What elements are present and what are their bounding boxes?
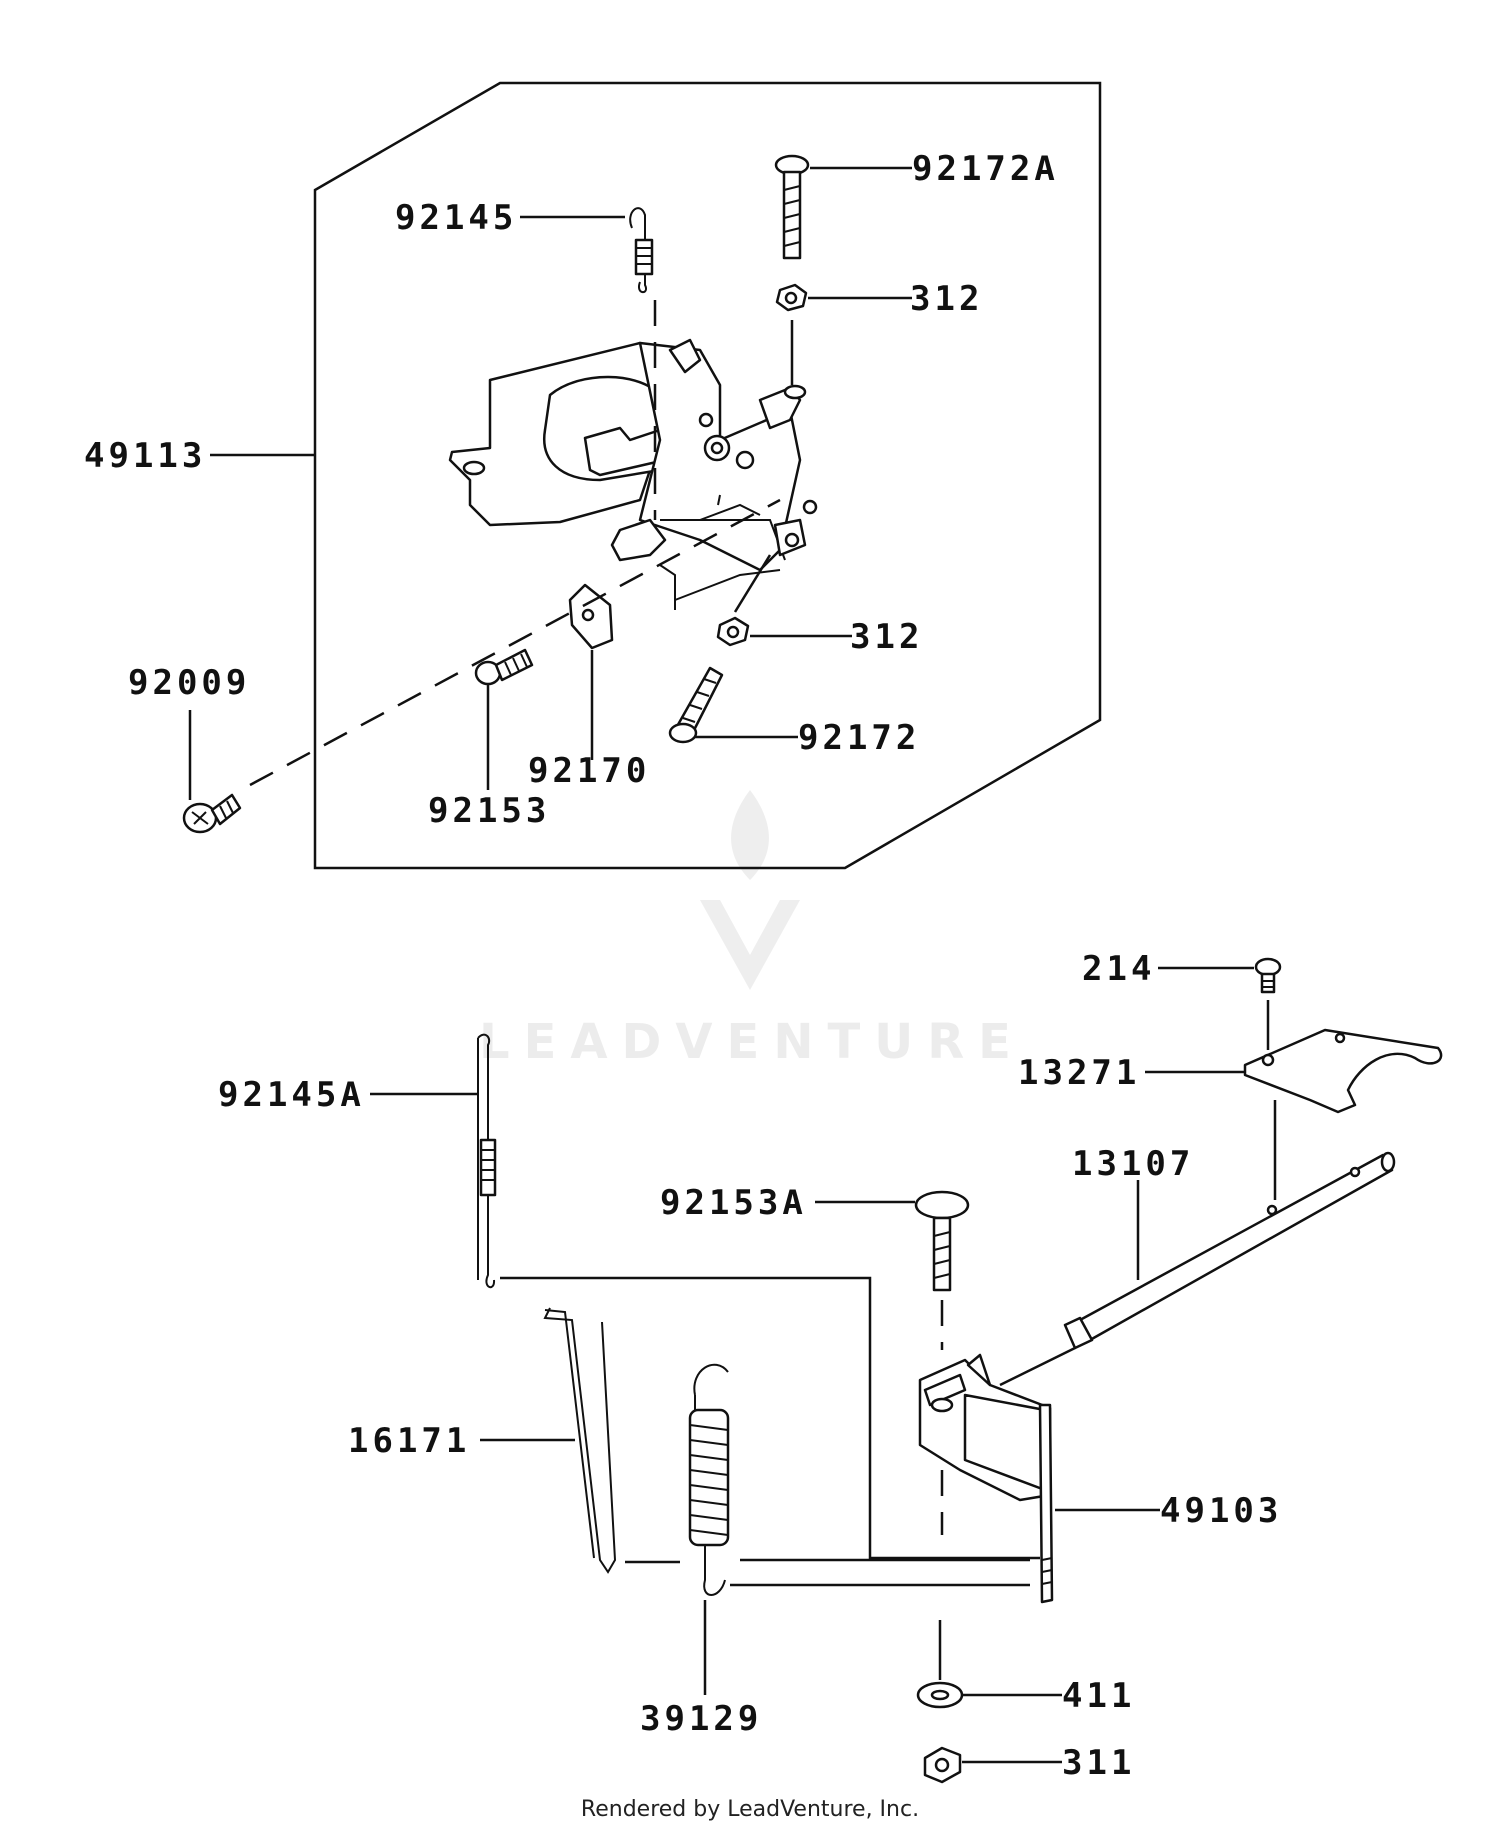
label-39129: 39129 — [640, 1699, 762, 1739]
label-311: 311 — [1062, 1743, 1135, 1783]
label-92170: 92170 — [528, 751, 650, 791]
label-16171: 16171 — [348, 1421, 470, 1461]
label-411: 411 — [1062, 1676, 1135, 1716]
watermark-text: LEADVENTURE — [479, 1014, 1025, 1070]
label-92145A: 92145A — [218, 1075, 365, 1115]
label-92172A: 92172A — [912, 149, 1059, 189]
spring-39129 — [688, 1363, 730, 1596]
screw-92153 — [474, 648, 534, 686]
label-214: 214 — [1082, 949, 1155, 989]
nut-311 — [923, 1746, 962, 1784]
label-13107: 13107 — [1072, 1144, 1194, 1184]
label-92153A: 92153A — [660, 1183, 807, 1223]
label-92145: 92145 — [395, 198, 517, 238]
clip-92170 — [568, 583, 614, 650]
shaft-13107 — [1063, 1151, 1396, 1350]
plate-13271 — [1243, 1028, 1443, 1114]
leadventure-watermark: LEADVENTURE — [479, 790, 1025, 1070]
screw-92009 — [182, 793, 242, 834]
label-49113: 49113 — [84, 436, 206, 476]
lever-49103 — [918, 1353, 1054, 1604]
label-92153: 92153 — [428, 791, 550, 831]
footer-credit: Rendered by LeadVenture, Inc. — [581, 1797, 919, 1822]
bolt-92153A — [914, 1190, 970, 1292]
label-49103: 49103 — [1160, 1491, 1282, 1531]
assembly-frame — [313, 81, 1102, 870]
nut-312-bottom — [716, 616, 750, 647]
control-bracket — [448, 338, 818, 610]
screw-214 — [1254, 957, 1282, 994]
nut-312-top — [775, 283, 808, 312]
spring-92145 — [629, 207, 654, 294]
bolt-92172A — [774, 154, 810, 260]
label-312-top: 312 — [910, 279, 983, 319]
washer-411 — [916, 1681, 964, 1709]
label-92009: 92009 — [128, 663, 250, 703]
label-312-bottom: 312 — [850, 617, 923, 657]
rod-16171 — [543, 1307, 617, 1574]
spring-92145A — [477, 1033, 497, 1289]
label-13271: 13271 — [1018, 1053, 1140, 1093]
label-92172: 92172 — [798, 718, 920, 758]
bolt-92172 — [668, 666, 724, 744]
